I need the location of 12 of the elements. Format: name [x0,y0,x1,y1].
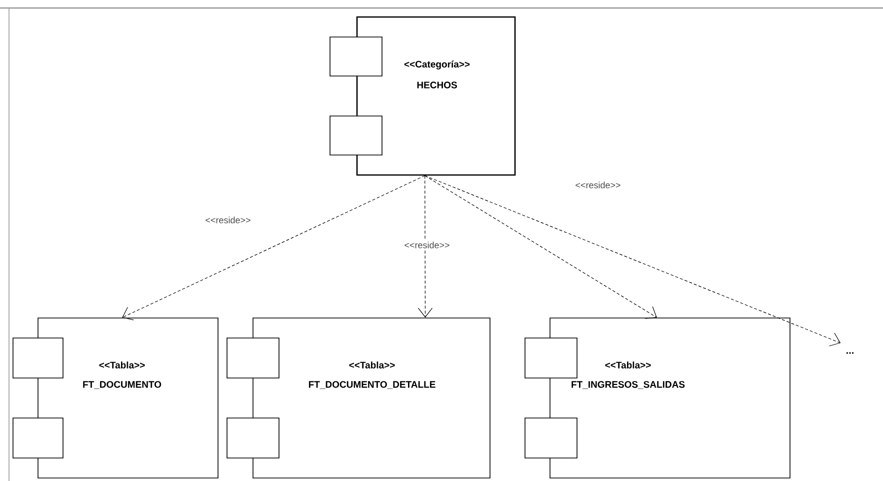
edge-label: <<reside>> [576,182,620,188]
edge-label: <<reside>> [404,242,450,248]
dependency-arrow [418,175,433,318]
dependency-arrow [424,175,841,346]
dependency-arrow [424,175,657,319]
component-box: <<Tabla>> FT_INGRESOS_SALIDAS [524,318,790,478]
component-box: <<Tabla>> FT_DOCUMENTO [12,318,218,478]
component-box: <<Categoría>> HECHOS [330,16,516,176]
component-box: <<Tabla>> FT_DOCUMENTO_DETALLE [226,318,490,478]
dependency-arrow [122,175,426,320]
continuation-text: ... [846,352,854,354]
edge-label: <<reside>> [206,216,250,224]
